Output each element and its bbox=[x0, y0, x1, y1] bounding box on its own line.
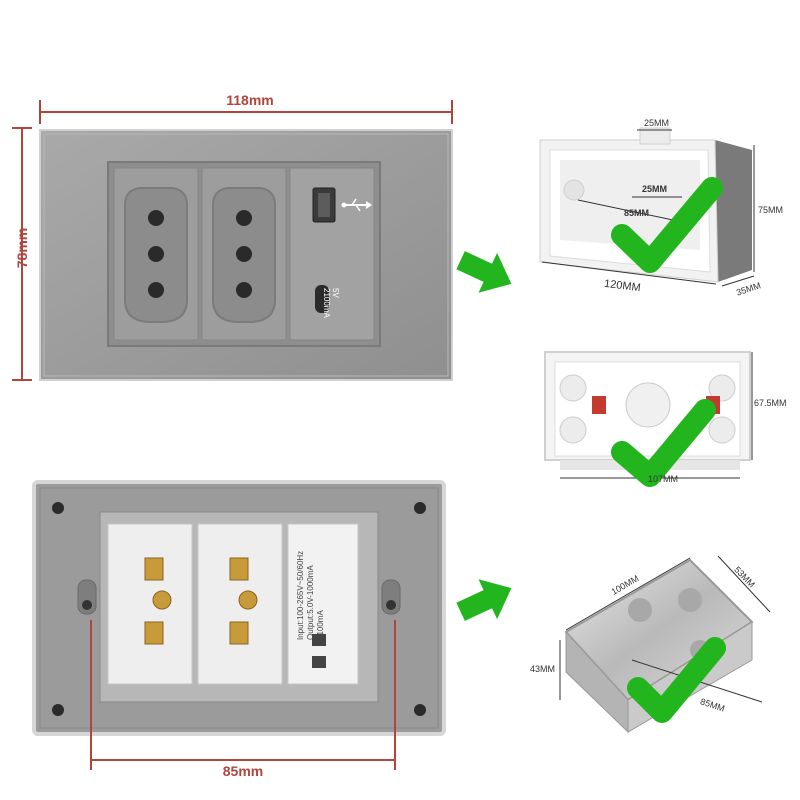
box1-inner-label: 25MM bbox=[642, 184, 668, 194]
check-icon-1 bbox=[611, 177, 723, 273]
usb-module bbox=[312, 187, 336, 313]
module-current-text: 2100mA bbox=[316, 610, 325, 640]
box1-span-label: 85MM bbox=[624, 208, 650, 218]
front-width-label: 118mm bbox=[226, 92, 274, 108]
socket-right bbox=[212, 187, 276, 323]
arrow-right-icon-top bbox=[456, 251, 512, 293]
usb-rating-label: 5V 2100mA bbox=[322, 288, 340, 318]
metal-box-dimensions bbox=[559, 555, 771, 703]
box1-height-label: 75MM bbox=[758, 205, 784, 215]
back-terminals bbox=[144, 557, 326, 668]
plastic-box-2 bbox=[544, 351, 751, 470]
front-height-label: 78mm bbox=[14, 227, 30, 269]
back-plate bbox=[32, 480, 446, 736]
box1-top-label: 25MM bbox=[644, 118, 670, 128]
usb-voltage-label: 5V bbox=[331, 288, 340, 298]
socket-left bbox=[124, 187, 188, 323]
check-icon-3 bbox=[627, 637, 726, 723]
front-width-dimension bbox=[39, 100, 453, 124]
arrow-right-icon-bottom bbox=[456, 579, 512, 621]
back-spacing-dimension bbox=[90, 620, 396, 770]
metal-height-label: 43MM bbox=[530, 664, 556, 674]
box2-height-label: 67.5MM bbox=[754, 398, 787, 408]
module-input-text: Input:100-265V~50/60Hz bbox=[296, 550, 305, 640]
box2-width-label: 107MM bbox=[648, 474, 679, 484]
module-output-text: Output:5.0V-1000mA bbox=[306, 565, 315, 640]
usb-current-label: 2100mA bbox=[322, 288, 331, 318]
front-height-dimension bbox=[12, 127, 32, 381]
check-icon-2 bbox=[611, 399, 716, 487]
usb-symbol-icon bbox=[341, 198, 372, 212]
plastic-box-1-dimensions bbox=[541, 129, 755, 287]
back-spacing-label: 85mm bbox=[222, 763, 264, 779]
module-spec-text: Input:100-265V~50/60Hz Output:5.0V-1000m… bbox=[296, 551, 326, 640]
